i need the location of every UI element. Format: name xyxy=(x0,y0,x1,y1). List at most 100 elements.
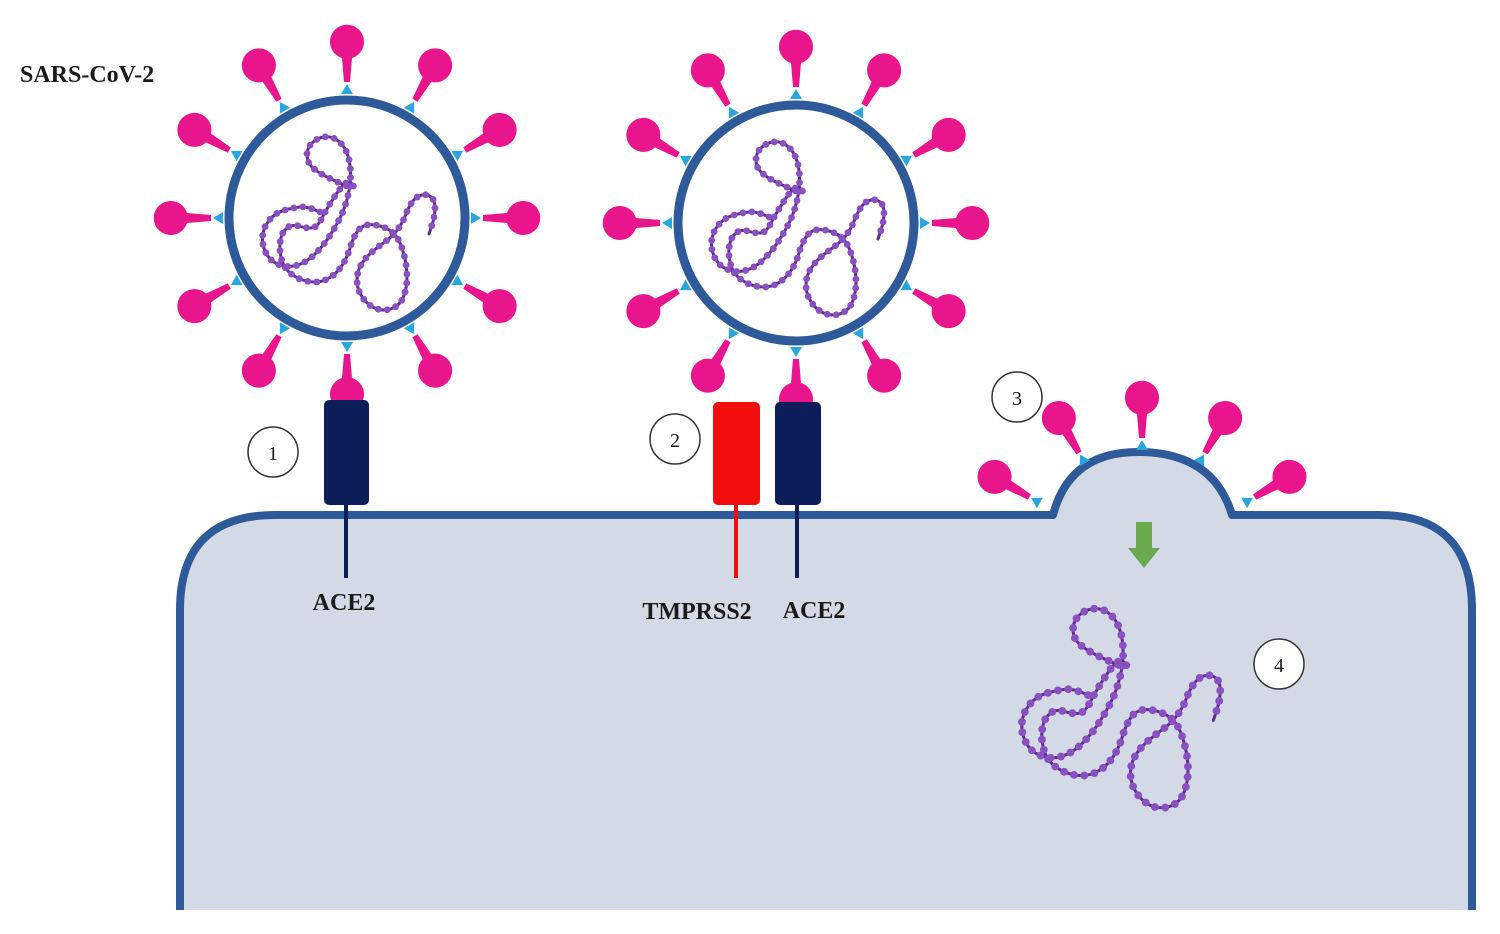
rna-nucleotide xyxy=(757,210,765,218)
rna-nucleotide xyxy=(401,288,409,296)
rna-nucleotide xyxy=(1112,747,1121,756)
rna-nucleotide xyxy=(841,308,848,316)
rna-nucleotide xyxy=(322,276,329,284)
rna-nucleotide xyxy=(1064,685,1073,694)
rna-nucleotide xyxy=(1141,798,1150,807)
rna-nucleotide xyxy=(430,213,438,221)
rna-nucleotide xyxy=(431,204,439,212)
rna-nucleotide xyxy=(752,155,760,163)
rna-nucleotide xyxy=(852,275,860,283)
rna-nucleotide xyxy=(728,234,736,242)
rna-nucleotide xyxy=(1086,647,1094,656)
rna-nucleotide xyxy=(750,263,758,271)
rna-nucleotide xyxy=(708,245,716,253)
rna-nucleotide xyxy=(336,185,344,193)
rna-nucleotide xyxy=(403,279,411,287)
rna-nucleotide xyxy=(1178,792,1186,801)
rna-nucleotide xyxy=(724,266,732,273)
rna-nucleotide xyxy=(259,240,267,248)
rna-nucleotide xyxy=(303,150,311,158)
rna-nucleotide xyxy=(413,193,421,201)
rna-nucleotide xyxy=(734,228,742,236)
rna-nucleotide xyxy=(342,147,350,155)
rna-nucleotide xyxy=(727,261,735,268)
rna-nucleotide xyxy=(295,275,303,283)
ace2-receptor-1 xyxy=(324,400,369,578)
rna-nucleotide xyxy=(849,221,856,229)
rna-nucleotide xyxy=(1174,722,1182,731)
rna-nucleotide xyxy=(799,187,806,195)
rna-nucleotide xyxy=(1051,762,1060,771)
step-marker-1: 1 xyxy=(247,426,299,478)
rna-nucleotide xyxy=(1122,661,1131,670)
rna-nucleotide xyxy=(374,305,382,313)
rna-nucleotide xyxy=(1018,728,1027,737)
rna-nucleotide xyxy=(737,275,744,283)
rna-nucleotide xyxy=(351,232,358,240)
rna-nucleotide xyxy=(790,262,797,270)
rna-nucleotide xyxy=(1057,752,1065,761)
rna-nucleotide xyxy=(1068,709,1077,718)
rna-nucleotide xyxy=(383,306,391,314)
rna-nucleotide xyxy=(1080,607,1089,616)
rna-nucleotide xyxy=(832,311,840,319)
rna-nucleotide xyxy=(1119,651,1127,660)
rna-nucleotide xyxy=(1215,696,1224,705)
rna-nucleotide xyxy=(767,175,775,183)
ace2-receptor-2 xyxy=(775,402,821,578)
rna-nucleotide xyxy=(329,271,337,279)
rna-nucleotide xyxy=(1205,671,1214,680)
rna-nucleotide xyxy=(383,237,390,245)
rna-nucleotide xyxy=(871,196,879,204)
rna-nucleotide xyxy=(809,300,817,308)
rna-nucleotide xyxy=(813,226,820,234)
rna-nucleotide xyxy=(1158,709,1167,718)
rna-nucleotide xyxy=(279,229,287,237)
rna-nucleotide xyxy=(811,259,819,267)
rna-nucleotide xyxy=(770,138,778,146)
rna-nucleotide xyxy=(1070,634,1079,642)
rna-nucleotide xyxy=(273,210,281,217)
rna-nucleotide xyxy=(786,145,794,153)
rna-nucleotide xyxy=(847,249,855,257)
rna-nucleotide xyxy=(879,218,887,226)
rna-nucleotide xyxy=(805,230,812,238)
step-marker-3: 3 xyxy=(991,371,1043,423)
rna-nucleotide xyxy=(800,237,807,245)
ace2-label-1: ACE2 xyxy=(313,590,376,616)
rna-nucleotide xyxy=(347,174,354,182)
rna-nucleotide xyxy=(715,220,723,228)
rna-nucleotide xyxy=(1090,691,1098,699)
svg-text:2: 2 xyxy=(670,430,680,452)
rna-nucleotide xyxy=(267,256,275,264)
rna-nucleotide xyxy=(725,243,733,251)
rna-nucleotide xyxy=(339,209,346,216)
rna-nucleotide xyxy=(1095,652,1104,661)
rna-nucleotide xyxy=(1116,672,1125,680)
rna-nucleotide xyxy=(862,198,870,206)
virus-2-rna xyxy=(708,138,888,319)
rna-nucleotide xyxy=(301,258,309,266)
rna-nucleotide xyxy=(347,241,355,249)
rna-nucleotide xyxy=(306,141,314,149)
rna-nucleotide xyxy=(395,224,403,232)
rna-nucleotide xyxy=(1106,664,1115,673)
rna-nucleotide xyxy=(372,221,380,229)
rna-nucleotide xyxy=(1069,624,1077,632)
rna-nucleotide xyxy=(722,215,730,222)
rna-nucleotide xyxy=(1066,748,1075,757)
rna-nucleotide xyxy=(375,242,383,250)
rna-nucleotide xyxy=(398,296,406,304)
rna-nucleotide xyxy=(1077,641,1086,650)
host-cell-membrane xyxy=(176,447,1476,910)
rna-nucleotide xyxy=(1151,803,1159,811)
rna-nucleotide xyxy=(341,257,348,265)
rna-nucleotide xyxy=(1130,752,1139,761)
rna-nucleotide xyxy=(1043,688,1052,697)
rna-nucleotide xyxy=(806,266,814,274)
rna-nucleotide xyxy=(262,249,270,257)
step-marker-4: 4 xyxy=(1253,638,1305,690)
rna-nucleotide xyxy=(730,269,738,277)
rna-nucleotide xyxy=(743,227,751,235)
